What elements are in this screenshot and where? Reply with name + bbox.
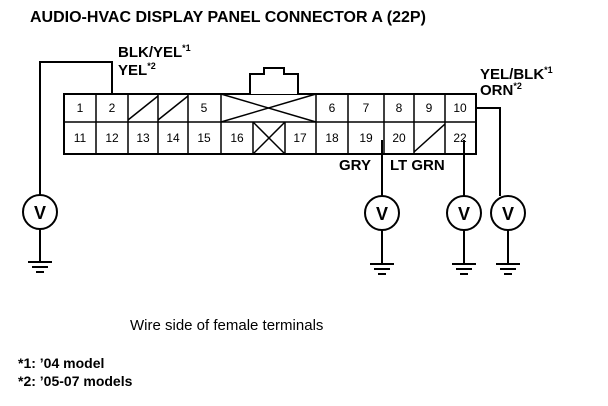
wire-color-yel-blk: YEL/BLK: [480, 66, 545, 83]
voltmeter-2-label: V: [376, 204, 388, 224]
pin-8: 8: [396, 101, 403, 115]
wire-label-right-1: YEL/BLK*1: [480, 65, 553, 83]
wire-label-lt-grn: LT GRN: [390, 157, 445, 174]
pin-19: 19: [359, 131, 373, 145]
pin-16: 16: [230, 131, 244, 145]
pin-7: 7: [363, 101, 370, 115]
ground-3: [452, 230, 476, 275]
wire-label-left-2: YEL*2: [118, 61, 156, 79]
wire-blk-yel: [39, 61, 113, 195]
pin-6: 6: [329, 101, 336, 115]
wire-color-blk-yel: BLK/YEL: [118, 44, 183, 61]
ground-2: [370, 230, 394, 275]
note-ref-2: *2: [147, 61, 156, 71]
empty-cavity-3: [127, 95, 159, 121]
wire-yel-blk: [476, 107, 501, 196]
footnote-2: *2: ’05-07 models: [18, 373, 133, 389]
note-ref-2b: *2: [513, 81, 522, 91]
empty-cavity-4: [157, 95, 189, 121]
pin-1: 1: [77, 101, 84, 115]
pin-13: 13: [136, 131, 150, 145]
connector-lock-tab: [249, 67, 299, 94]
pin-5: 5: [201, 101, 208, 115]
voltmeter-1-label: V: [34, 203, 46, 223]
wire-color-yel: YEL: [118, 62, 148, 79]
wire-label-gry: GRY: [339, 157, 371, 174]
pin-20: 20: [392, 131, 406, 145]
pin-18: 18: [325, 131, 339, 145]
ground-1: [28, 229, 52, 273]
footnote-1: *1: ’04 model: [18, 355, 105, 371]
voltmeter-4-label: V: [502, 204, 514, 224]
pin-12: 12: [105, 131, 119, 145]
wire-label-left-1: BLK/YEL*1: [118, 43, 191, 61]
pin-11: 11: [74, 131, 87, 145]
pin-10: 10: [453, 101, 467, 115]
empty-cavity-21: [413, 123, 446, 153]
ground-4: [496, 230, 520, 275]
pin-17: 17: [293, 131, 307, 145]
pin-2: 2: [109, 101, 116, 115]
wire-label-right-2: ORN*2: [480, 81, 522, 99]
note-ref-1: *1: [182, 43, 191, 53]
pin-9: 9: [426, 101, 433, 115]
pin-14: 14: [166, 131, 180, 145]
note-ref-1b: *1: [544, 65, 553, 75]
diagram-title: AUDIO-HVAC DISPLAY PANEL CONNECTOR A (22…: [30, 9, 426, 26]
caption: Wire side of female terminals: [130, 317, 324, 334]
voltmeter-3-label: V: [458, 204, 470, 224]
pin-22: 22: [453, 131, 467, 145]
wire-color-orn: ORN: [480, 82, 514, 99]
pin-15: 15: [197, 131, 211, 145]
connector-body: [63, 93, 477, 155]
